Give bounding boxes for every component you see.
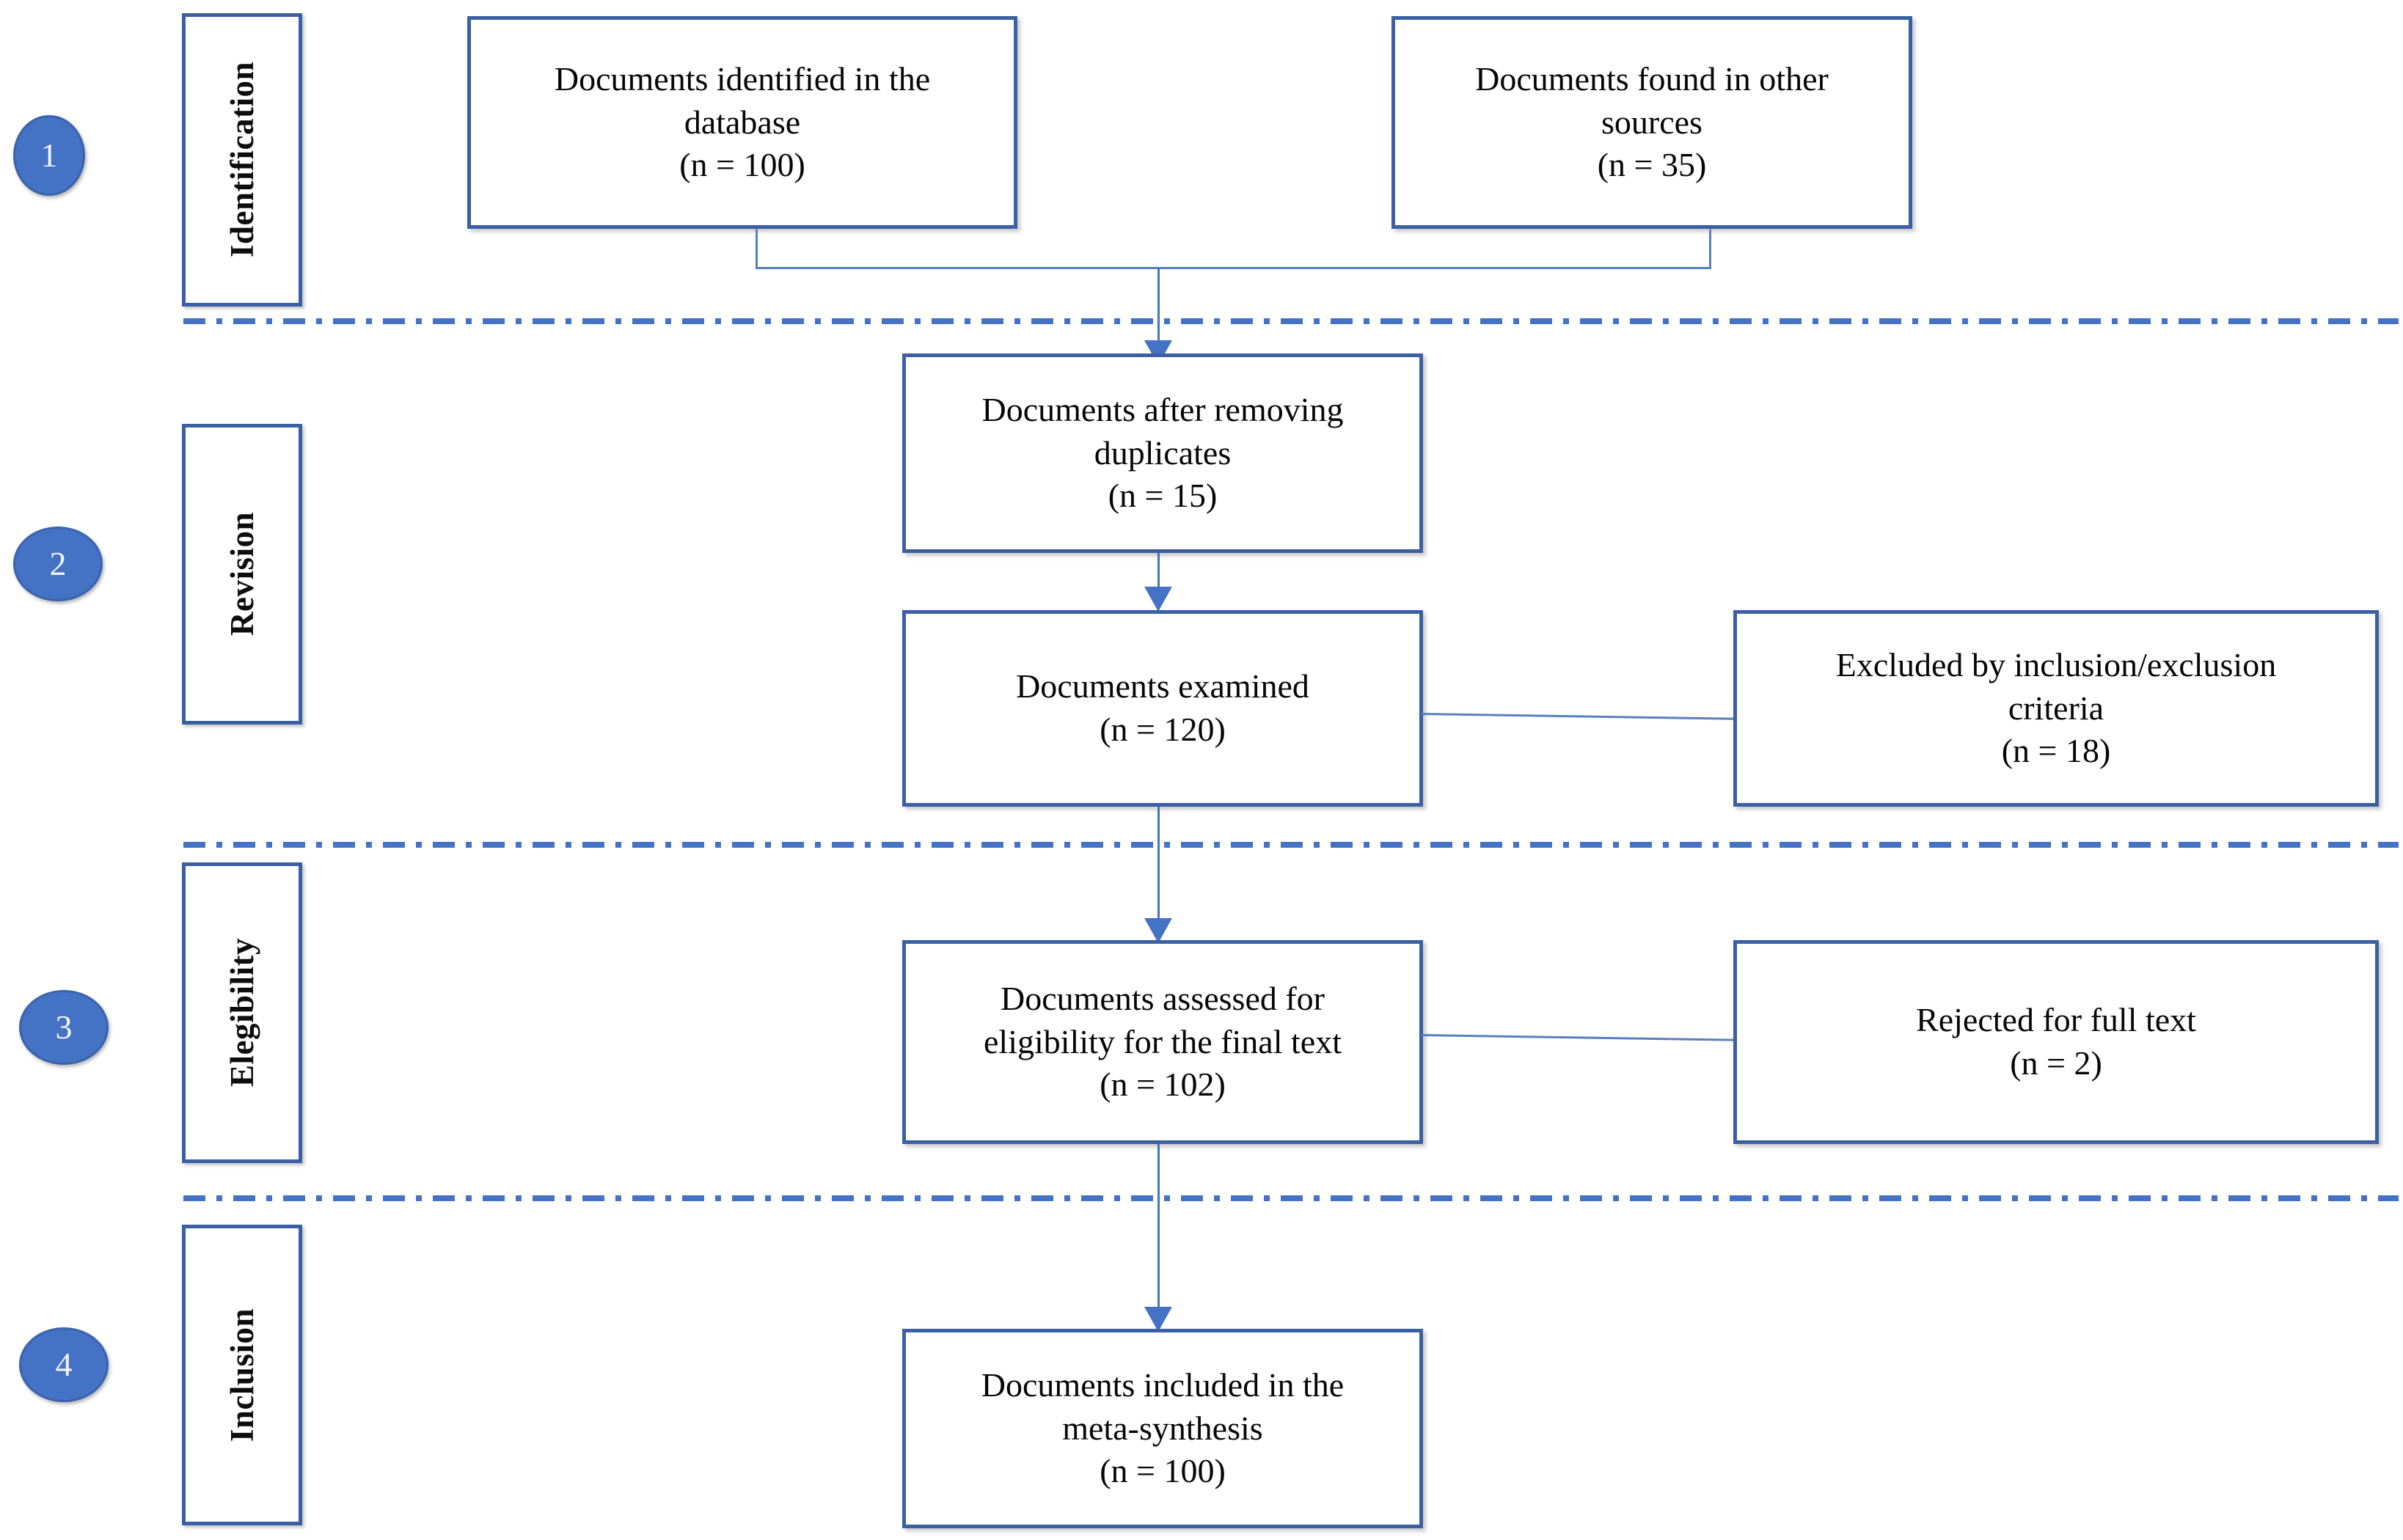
stage-label-elegibility: Elegibility xyxy=(182,862,302,1163)
box-other-sources-text: Documents found in other sources (n = 35… xyxy=(1475,59,1829,184)
box-excluded-criteria: Excluded by inclusion/exclusion criteria… xyxy=(1733,610,2379,807)
connector-merge-bar xyxy=(756,267,1711,269)
connector-assessed-to-rejected xyxy=(1421,1034,1737,1041)
connector-examined-to-excluded xyxy=(1421,713,1737,720)
divider-identification-revision xyxy=(183,318,2399,324)
connector-merge-to-duplicates xyxy=(1157,268,1160,349)
box-rejected-full-text-text: Rejected for full text (n = 2) xyxy=(1916,1001,2196,1082)
box-excluded-criteria-text: Excluded by inclusion/exclusion criteria… xyxy=(1835,645,2277,770)
stage-number-1-label: 1 xyxy=(40,136,58,174)
stage-label-inclusion: Inclusion xyxy=(182,1225,302,1525)
arrowhead-to-included xyxy=(1144,1307,1172,1332)
stage-number-3-label: 3 xyxy=(55,1008,73,1046)
connector-identified-to-merge xyxy=(756,229,758,268)
stage-label-revision-text: Revision xyxy=(224,512,260,637)
divider-revision-elegibility xyxy=(183,842,2399,848)
connector-other-sources-to-merge xyxy=(1709,229,1711,268)
stage-number-1: 1 xyxy=(13,115,85,196)
box-documents-examined: Documents examined (n = 120) xyxy=(902,610,1423,807)
box-after-duplicates-text: Documents after removing duplicates (n =… xyxy=(981,390,1344,515)
stage-number-4-label: 4 xyxy=(55,1346,73,1383)
stage-number-3: 3 xyxy=(19,990,109,1065)
box-after-duplicates: Documents after removing duplicates (n =… xyxy=(902,353,1423,553)
connector-assessed-to-included xyxy=(1157,1144,1160,1327)
stage-label-elegibility-text: Elegibility xyxy=(224,938,260,1088)
box-identified-database: Documents identified in the database (n … xyxy=(467,16,1017,229)
stage-number-4: 4 xyxy=(19,1327,109,1402)
stage-label-identification: Identification xyxy=(182,13,302,307)
box-included-meta-synthesis-text: Documents included in the meta-synthesis… xyxy=(981,1365,1345,1490)
box-rejected-full-text: Rejected for full text (n = 2) xyxy=(1733,940,2379,1144)
box-assessed-eligibility: Documents assessed for eligibility for t… xyxy=(902,940,1423,1144)
box-assessed-eligibility-text: Documents assessed for eligibility for t… xyxy=(984,979,1342,1104)
connector-examined-to-assessed xyxy=(1157,807,1160,945)
stage-label-inclusion-text: Inclusion xyxy=(224,1308,260,1442)
stage-label-identification-text: Identification xyxy=(224,62,260,258)
connector-duplicates-to-examined xyxy=(1157,553,1160,594)
stage-number-2-label: 2 xyxy=(49,545,67,582)
divider-elegibility-inclusion xyxy=(183,1195,2399,1201)
stage-number-2: 2 xyxy=(13,527,103,601)
box-included-meta-synthesis: Documents included in the meta-synthesis… xyxy=(902,1329,1423,1528)
box-identified-database-text: Documents identified in the database (n … xyxy=(554,59,931,184)
box-documents-examined-text: Documents examined (n = 120) xyxy=(1016,667,1309,748)
arrowhead-to-assessed xyxy=(1144,918,1172,943)
stage-label-revision: Revision xyxy=(182,424,302,725)
arrowhead-to-examined xyxy=(1144,587,1172,612)
box-other-sources: Documents found in other sources (n = 35… xyxy=(1391,16,1912,229)
